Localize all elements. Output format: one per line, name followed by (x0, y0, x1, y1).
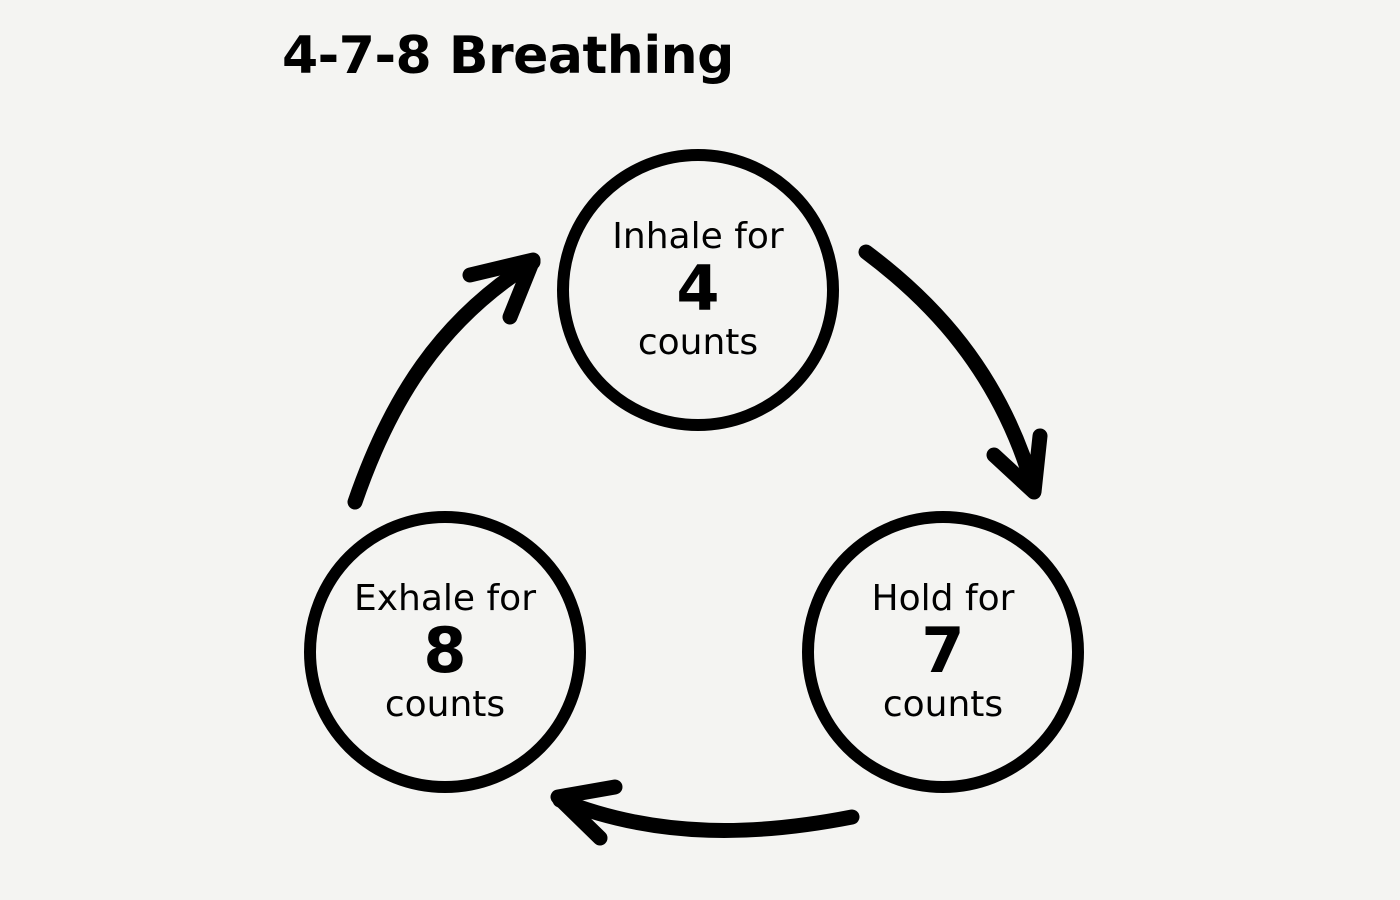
step-count: 8 (423, 614, 467, 687)
step-count: 4 (676, 252, 720, 325)
arrow-hold-to-exhale-icon (550, 779, 860, 846)
arrow-inhale-to-hold-icon (858, 244, 1048, 500)
diagram-title: 4-7-8 Breathing (282, 26, 734, 86)
step-exhale: Exhale for 8 counts (304, 511, 586, 793)
step-unit: counts (882, 684, 1004, 725)
step-label: Exhale for (353, 578, 537, 619)
step-unit: counts (384, 684, 506, 725)
arrow-exhale-to-inhale-icon (347, 252, 541, 510)
step-hold: Hold for 7 counts (802, 511, 1084, 793)
step-inhale: Inhale for 4 counts (557, 149, 839, 431)
step-count: 7 (921, 614, 965, 687)
step-label: Hold for (871, 578, 1015, 619)
step-label: Inhale for (612, 216, 784, 257)
step-unit: counts (637, 322, 759, 363)
